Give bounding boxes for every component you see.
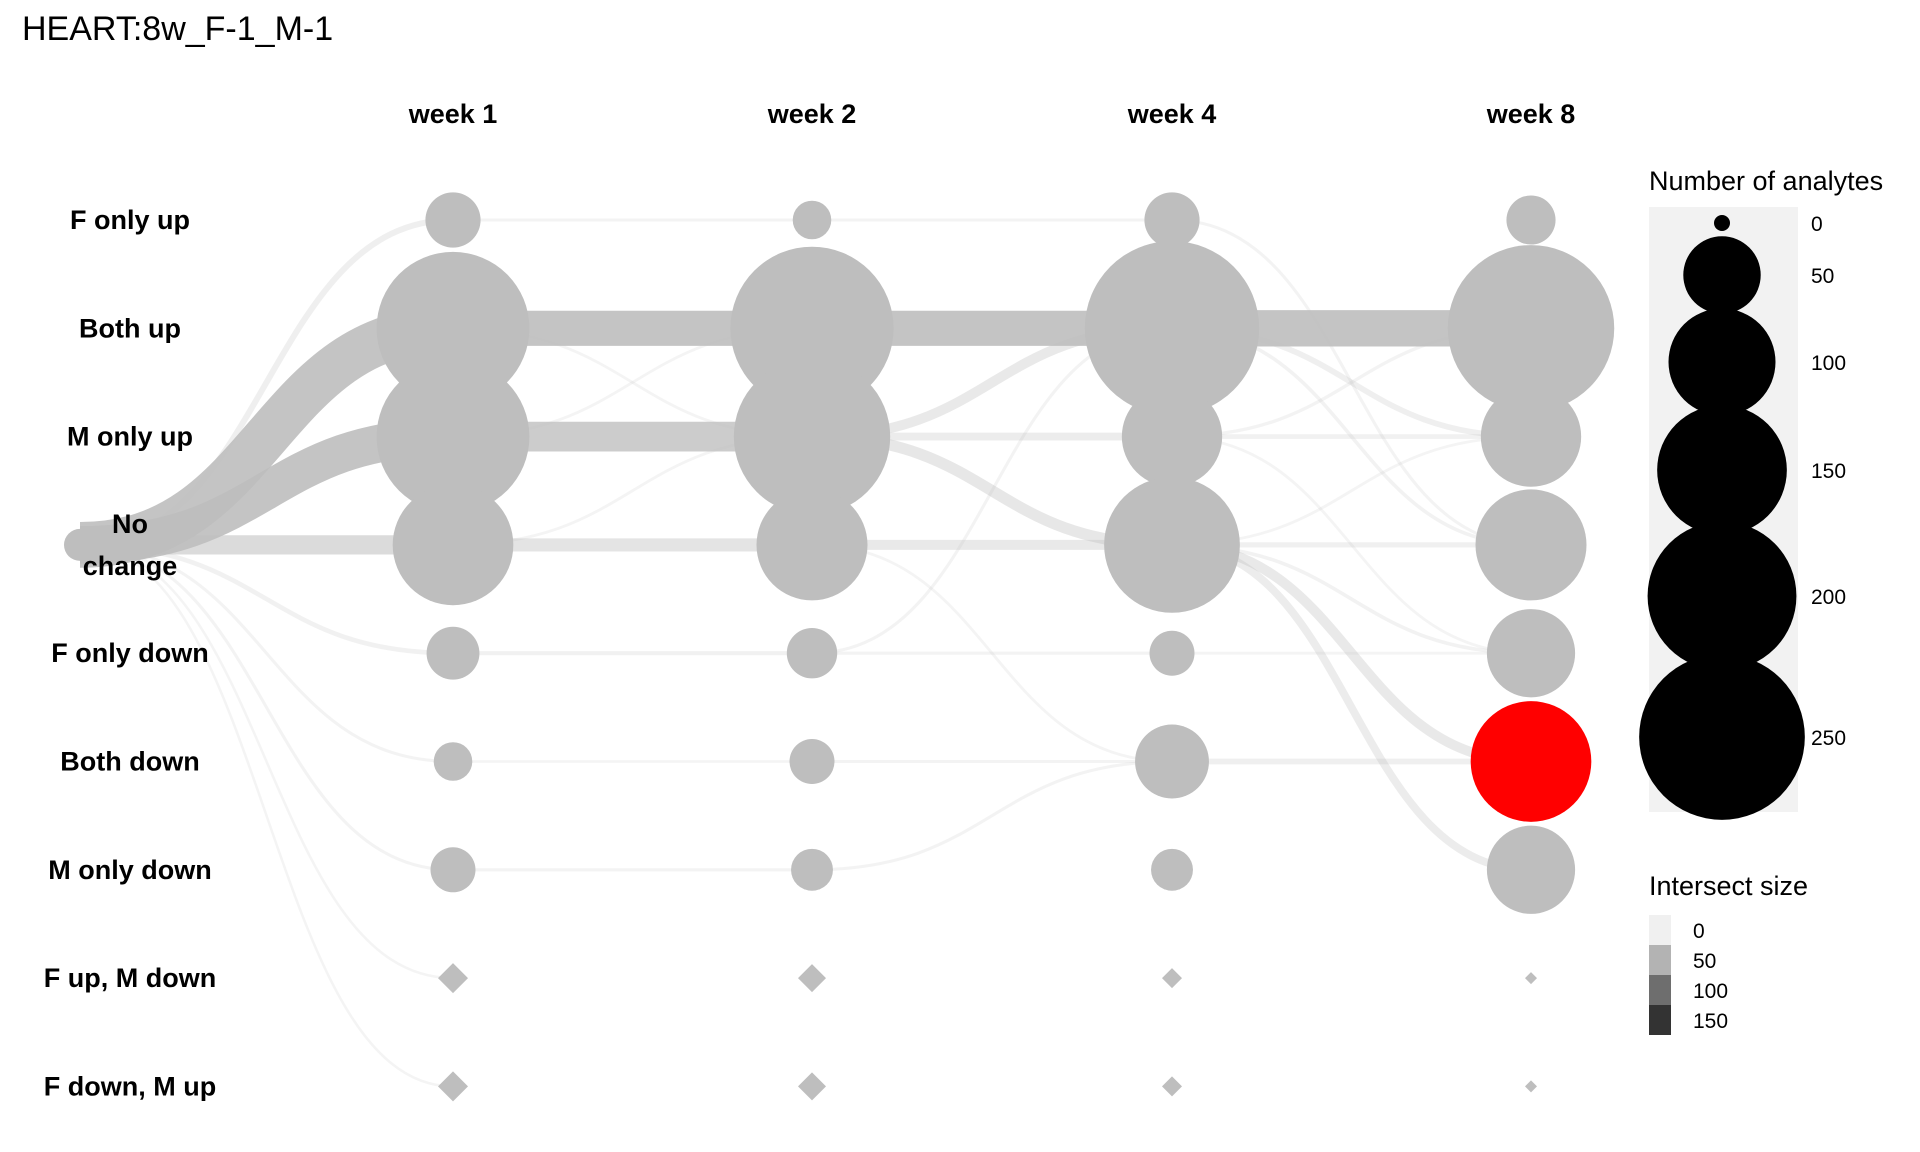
state-label-no-change: No change <box>83 509 178 581</box>
edge-no-change-start-to-m-only-down-week-1 <box>79 543 454 872</box>
edge-f-only-up-week-4-to-no-change-week-8 <box>1171 218 1532 547</box>
legend-edge-tick-50: 50 <box>1693 950 1716 973</box>
edge-m-only-up-week-4-to-f-only-down-week-8 <box>1171 435 1532 655</box>
legend-edge-tick-150: 150 <box>1693 1010 1728 1033</box>
chart-title: HEART:8w_F-1_M-1 <box>22 10 333 48</box>
legend-edge-key-0 <box>1649 915 1671 945</box>
node-m-only-up-week-8 <box>1480 386 1582 487</box>
node-f-up-m-down-week-2 <box>798 964 826 993</box>
node-both-up-week-1 <box>376 251 530 405</box>
node-both-up-week-4 <box>1084 241 1260 416</box>
state-label-f-only-down: F only down <box>51 638 208 668</box>
node-f-only-up-week-4 <box>1144 192 1200 248</box>
node-f-up-m-down-week-4 <box>1162 968 1182 989</box>
state-label-m-only-down: M only down <box>48 855 211 885</box>
week-label-week-4: week 4 <box>1127 99 1217 129</box>
state-label-m-only-up: M only up <box>67 422 193 452</box>
edge-m-only-down-week-2-to-both-down-week-4 <box>811 759 1173 872</box>
legend-node-key-200 <box>1647 521 1797 671</box>
legend-node-tick-250: 250 <box>1811 727 1846 750</box>
node-f-only-up-week-1 <box>425 192 481 248</box>
legend-edge-keys: 0 50 100 150 <box>1649 915 1728 1035</box>
node-no-change-week-4 <box>1104 477 1240 613</box>
node-f-down-m-up-week-1 <box>438 1071 468 1102</box>
node-both-down-week-8 <box>1470 701 1592 822</box>
state-label-f-only-up: F only up <box>70 205 190 235</box>
legend-node-tick-100: 100 <box>1811 352 1846 375</box>
node-no-change-week-8 <box>1475 489 1587 601</box>
week-labels: week 1 week 2 week 4 week 8 <box>408 99 1576 129</box>
node-both-down-week-4 <box>1135 724 1209 799</box>
legend-edge-tick-100: 100 <box>1693 980 1728 1003</box>
legend-edge-key-50 <box>1649 945 1671 975</box>
week-label-week-8: week 8 <box>1486 99 1576 129</box>
node-both-up-week-8 <box>1447 245 1615 412</box>
legend-node-keys: 0 50 100 150 200 250 <box>1639 213 1846 820</box>
node-no-change-week-2 <box>756 489 868 601</box>
legend-node-tick-150: 150 <box>1811 460 1846 483</box>
node-m-only-up-week-4 <box>1121 386 1223 487</box>
node-f-up-m-down-week-8 <box>1525 972 1537 985</box>
legend-edge-key-100 <box>1649 975 1671 1005</box>
node-both-up-week-2 <box>730 246 894 410</box>
node-m-only-down-week-1 <box>430 847 476 893</box>
legend-node-tick-50: 50 <box>1811 265 1834 288</box>
node-layer <box>64 192 1615 1102</box>
start-node <box>64 528 96 561</box>
node-f-up-m-down-week-1 <box>438 963 468 994</box>
node-m-only-up-week-1 <box>376 360 530 514</box>
legend-node-key-0 <box>1714 215 1730 231</box>
legend-node-key-150 <box>1657 405 1787 535</box>
node-both-down-week-1 <box>433 742 473 781</box>
legend-node-title: Number of analytes <box>1649 166 1883 196</box>
node-f-only-down-week-4 <box>1149 630 1195 676</box>
week-label-week-1: week 1 <box>408 99 498 129</box>
legend-node-tick-200: 200 <box>1811 586 1846 609</box>
node-f-down-m-up-week-4 <box>1162 1076 1182 1097</box>
node-m-only-down-week-2 <box>791 848 833 891</box>
state-label-f-up-m-down: F up, M down <box>44 963 216 993</box>
state-label-both-up: Both up <box>79 313 181 343</box>
node-f-only-up-week-8 <box>1506 195 1556 245</box>
edge-no-change-start-to-f-up-m-down-week-1 <box>79 543 454 980</box>
legend-edge-title: Intersect size <box>1649 871 1808 901</box>
node-both-down-week-2 <box>789 739 835 784</box>
node-f-down-m-up-week-2 <box>798 1072 826 1101</box>
state-label-line: change <box>83 551 178 581</box>
edge-no-change-start-to-f-down-m-up-week-1 <box>79 543 454 1088</box>
state-label-both-down: Both down <box>60 747 199 777</box>
legend-node-tick-0: 0 <box>1811 213 1823 236</box>
node-m-only-up-week-2 <box>733 358 891 515</box>
node-f-down-m-up-week-8 <box>1525 1080 1537 1093</box>
legend: Number of analytes 0 50 100 150 200 250 Inter… <box>1639 166 1883 1035</box>
node-no-change-week-1 <box>392 484 514 606</box>
node-m-only-down-week-4 <box>1151 848 1193 891</box>
legend-edge-tick-0: 0 <box>1693 920 1705 943</box>
week-label-week-2: week 2 <box>767 99 857 129</box>
state-label-f-down-m-up: F down, M up <box>44 1071 216 1101</box>
node-f-only-down-week-8 <box>1486 609 1576 698</box>
node-m-only-down-week-8 <box>1486 825 1576 914</box>
legend-node-key-250 <box>1639 654 1805 820</box>
legend-edge-key-150 <box>1649 1005 1671 1035</box>
edge-no-change-week-4-to-m-only-down-week-8 <box>1171 540 1532 874</box>
state-labels: F only up Both up M only up No change F only … <box>44 205 216 1101</box>
node-f-only-down-week-2 <box>786 628 838 679</box>
node-f-only-down-week-1 <box>426 626 480 680</box>
state-label-line: No <box>112 509 148 539</box>
legend-node-key-50 <box>1683 236 1761 314</box>
edge-no-change-week-2-to-both-down-week-4 <box>811 543 1173 763</box>
node-f-only-up-week-2 <box>792 200 832 240</box>
legend-node-key-100 <box>1668 308 1776 416</box>
